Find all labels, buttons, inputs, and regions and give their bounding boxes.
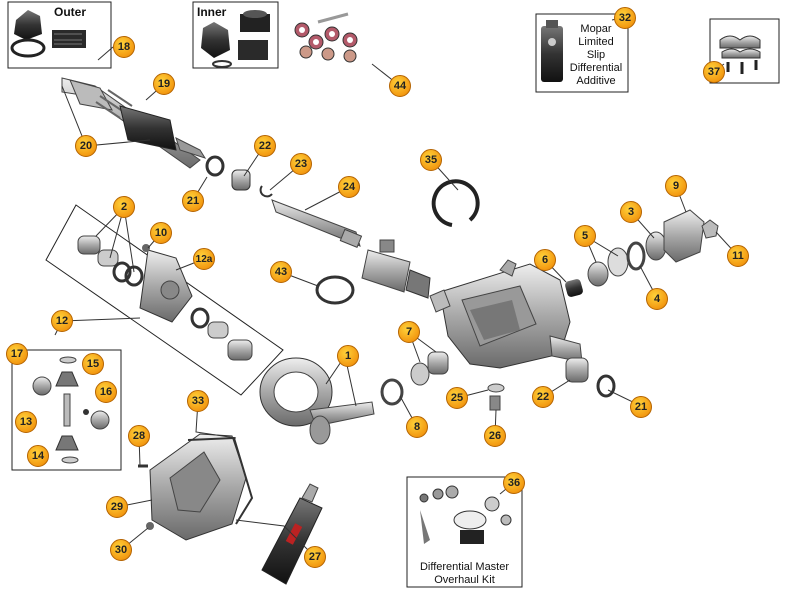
callout-badge-43[interactable]: 43 xyxy=(270,261,292,283)
callout-badge-17[interactable]: 17 xyxy=(6,343,28,365)
callout-badge-4[interactable]: 4 xyxy=(646,288,668,310)
bearing-kit-artwork xyxy=(294,12,358,63)
sealant-tube-artwork xyxy=(261,483,323,585)
inner-boot-kit-artwork xyxy=(201,10,270,68)
snap-ring-artwork xyxy=(431,179,480,227)
callout-badge-2[interactable]: 2 xyxy=(113,196,135,218)
additive-line: Differential xyxy=(569,62,623,74)
additive-line: Additive xyxy=(576,75,616,87)
callout-badge-15[interactable]: 15 xyxy=(82,353,104,375)
callout-badge-35[interactable]: 35 xyxy=(420,149,442,171)
callout-badge-12a[interactable]: 12a xyxy=(193,248,215,270)
callout-badge-22-right[interactable]: 22 xyxy=(532,386,554,408)
callout-badge-9[interactable]: 9 xyxy=(665,175,687,197)
callout-badge-22-left[interactable]: 22 xyxy=(254,135,276,157)
callout-badge-28[interactable]: 28 xyxy=(128,425,150,447)
pinion-bearing-artwork xyxy=(380,351,449,406)
lock-ring-artwork xyxy=(315,275,355,305)
callout-badge-21-right[interactable]: 21 xyxy=(630,396,652,418)
differential-group-box xyxy=(45,204,284,396)
callout-badge-33[interactable]: 33 xyxy=(187,390,209,412)
additive-line: Mopar xyxy=(580,23,612,35)
callout-badge-37[interactable]: 37 xyxy=(703,61,725,83)
callout-badge-44[interactable]: 44 xyxy=(389,75,411,97)
callout-badge-3[interactable]: 3 xyxy=(620,201,642,223)
inner-label: Inner xyxy=(197,5,227,19)
callout-badge-19[interactable]: 19 xyxy=(153,73,175,95)
callout-badge-16[interactable]: 16 xyxy=(95,381,117,403)
callout-badge-25[interactable]: 25 xyxy=(446,387,468,409)
callout-badge-26[interactable]: 26 xyxy=(484,425,506,447)
overhaul-kit-artwork xyxy=(419,485,512,544)
callout-badge-32[interactable]: 32 xyxy=(614,7,636,29)
callout-badge-7[interactable]: 7 xyxy=(398,321,420,343)
callout-badge-14[interactable]: 14 xyxy=(27,445,49,467)
differential-case-artwork xyxy=(77,235,253,361)
kit-caption: Differential Master Overhaul Kit xyxy=(408,561,521,587)
callout-badge-18[interactable]: 18 xyxy=(113,36,135,58)
additive-caption: Mopar Limited Slip Differential Additive xyxy=(566,23,626,88)
axle-housing-artwork xyxy=(429,259,583,369)
inner-shaft-artwork xyxy=(205,155,363,248)
callout-badge-30[interactable]: 30 xyxy=(110,539,132,561)
diff-cover-artwork xyxy=(138,433,254,541)
outer-boot-kit-artwork xyxy=(10,10,86,58)
callout-badge-10[interactable]: 10 xyxy=(150,222,172,244)
small-parts-artwork xyxy=(487,357,616,411)
additive-bottle-artwork xyxy=(541,20,563,82)
u-joint-strap-artwork xyxy=(719,35,761,74)
ring-and-pinion-artwork xyxy=(259,357,375,445)
callout-badge-20[interactable]: 20 xyxy=(75,135,97,157)
callout-badge-11[interactable]: 11 xyxy=(727,245,749,267)
kit-line: Overhaul Kit xyxy=(434,574,495,586)
additive-line: Limited xyxy=(578,36,614,48)
pinion-yoke-group-artwork xyxy=(565,209,719,297)
callout-badge-5[interactable]: 5 xyxy=(574,225,596,247)
callout-badge-8[interactable]: 8 xyxy=(406,416,428,438)
callout-badge-23[interactable]: 23 xyxy=(290,153,312,175)
callout-badge-1[interactable]: 1 xyxy=(337,345,359,367)
spider-gears-artwork xyxy=(32,356,110,464)
kit-line: Differential Master xyxy=(419,561,510,573)
callout-badge-27[interactable]: 27 xyxy=(304,546,326,568)
additive-line: Slip xyxy=(586,49,606,61)
callout-badge-36[interactable]: 36 xyxy=(503,472,525,494)
callout-badge-21-left[interactable]: 21 xyxy=(182,190,204,212)
callout-badge-12[interactable]: 12 xyxy=(51,310,73,332)
outer-label: Outer xyxy=(54,5,87,19)
callout-badge-24[interactable]: 24 xyxy=(338,176,360,198)
callout-badge-29[interactable]: 29 xyxy=(106,496,128,518)
callout-badge-13[interactable]: 13 xyxy=(15,411,37,433)
callout-badge-6[interactable]: 6 xyxy=(534,249,556,271)
cv-axle-artwork xyxy=(61,77,207,169)
axle-tube-artwork xyxy=(361,239,431,299)
